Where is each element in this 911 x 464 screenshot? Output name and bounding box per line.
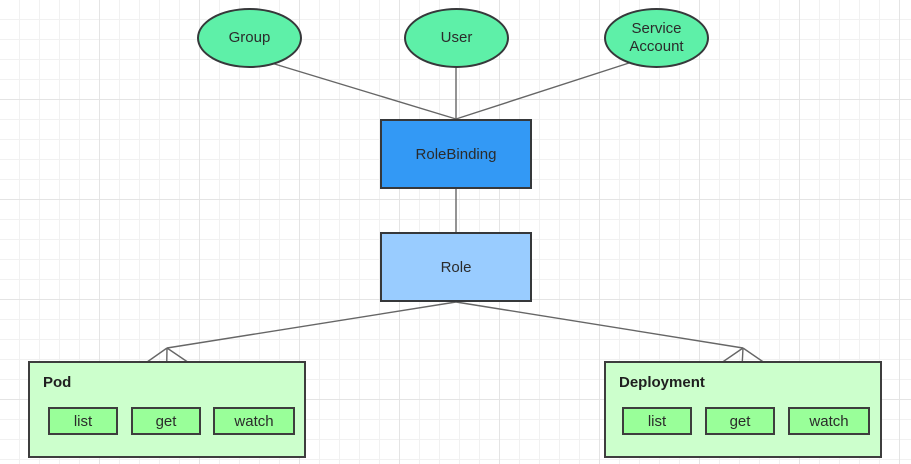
verb-deployment-watch[interactable]: watch: [788, 407, 870, 435]
node-group-label: Group: [228, 29, 271, 46]
node-rolebinding[interactable]: RoleBinding: [380, 119, 532, 189]
verb-pod-list-label: list: [73, 412, 93, 430]
node-service-account-label-line1: Service: [631, 20, 682, 37]
verb-deployment-list[interactable]: list: [622, 407, 692, 435]
verb-pod-watch[interactable]: watch: [213, 407, 295, 435]
node-user[interactable]: User: [404, 8, 509, 68]
verb-deployment-list-label: list: [647, 412, 667, 430]
edge-role-to-pod: [166, 301, 457, 349]
edge-role-to-deployment: [455, 301, 744, 349]
node-group[interactable]: Group: [197, 8, 302, 68]
verb-pod-get-label: get: [155, 412, 177, 430]
node-service-account[interactable]: Service Account: [604, 8, 709, 68]
resource-container-deployment-title: Deployment: [619, 374, 705, 391]
node-role[interactable]: Role: [380, 232, 532, 302]
verb-pod-watch-label: watch: [234, 412, 274, 430]
resource-container-pod-title: Pod: [43, 374, 72, 391]
edge-service-account-to-rolebinding: [455, 62, 630, 120]
node-service-account-label-line2: Account: [629, 38, 684, 55]
node-user-label: User: [440, 29, 473, 46]
node-role-label: Role: [440, 258, 472, 276]
verb-pod-list[interactable]: list: [48, 407, 118, 435]
verb-deployment-get[interactable]: get: [705, 407, 775, 435]
verb-deployment-watch-label: watch: [809, 412, 849, 430]
node-rolebinding-label: RoleBinding: [415, 145, 497, 163]
edge-group-to-rolebinding: [267, 61, 457, 120]
verb-deployment-get-label: get: [729, 412, 751, 430]
verb-pod-get[interactable]: get: [131, 407, 201, 435]
